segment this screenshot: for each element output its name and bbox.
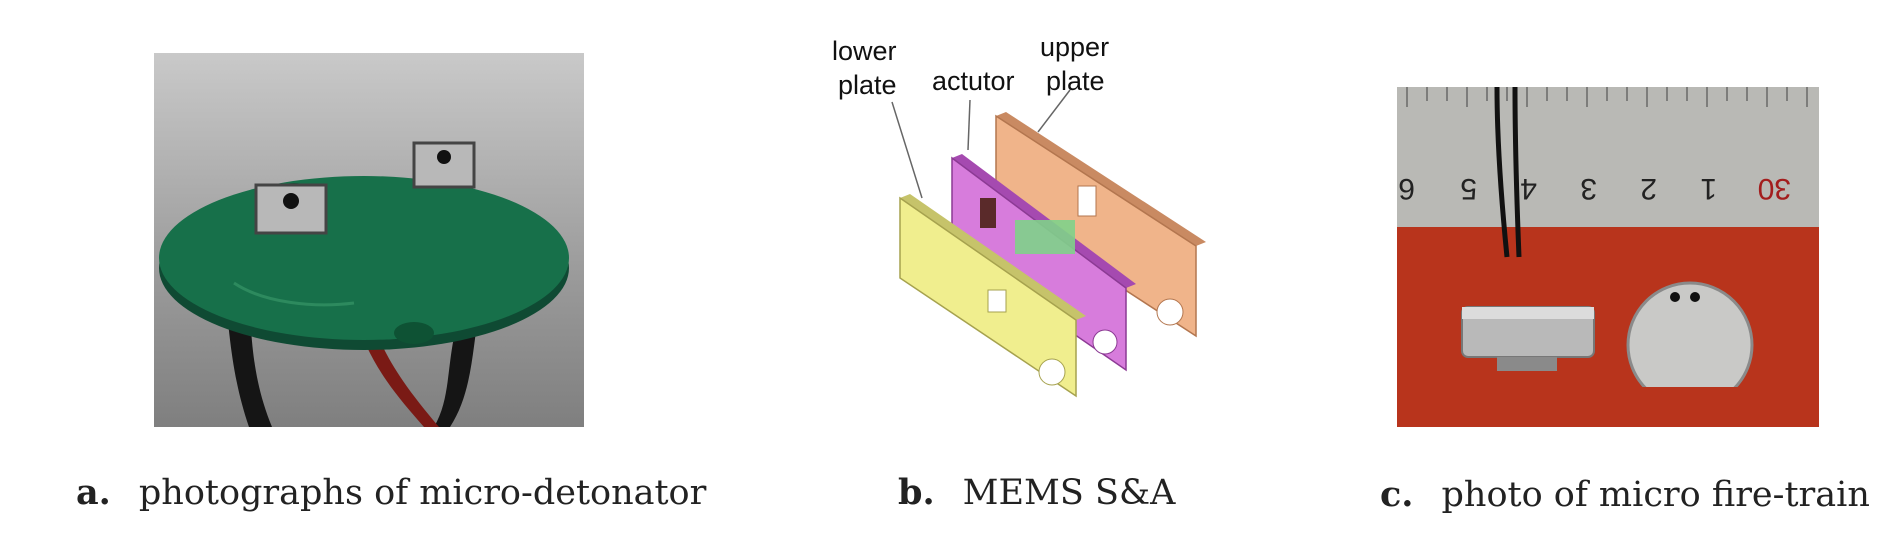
upper-plate-label-line2: plate	[1046, 66, 1105, 96]
ruler-number: 5	[1460, 172, 1477, 205]
lower-plate-label-line2: plate	[838, 70, 897, 100]
lower-plate-label-line1: lower	[832, 36, 897, 66]
micro-detonator-photo	[154, 53, 584, 427]
ruler-number: 4	[1520, 172, 1537, 205]
caption-c: c. photo of micro fire-train	[1380, 474, 1870, 515]
upper-plate-shape	[995, 112, 1206, 338]
caption-a-text: photographs of micro-detonator	[138, 473, 707, 513]
ruler-number: 30	[1758, 172, 1791, 205]
ruler-number: 2	[1640, 172, 1657, 205]
caption-c-letter: c.	[1380, 474, 1414, 515]
caption-b: b. MEMS S&A	[898, 472, 1175, 513]
micro-fire-train-photo: 6 5 4 3 2 1 30	[1397, 87, 1819, 427]
ruler-number: 3	[1580, 172, 1597, 205]
caption-c-text: photo of micro fire-train	[1441, 475, 1870, 515]
lower-plate-shape	[899, 194, 1086, 398]
upper-plate-label-line1: upper	[1040, 32, 1109, 62]
ruler-number: 6	[1398, 172, 1415, 205]
caption-a: a. photographs of micro-detonator	[76, 472, 706, 513]
actuator-label: actutor	[932, 66, 1015, 96]
caption-a-letter: a.	[76, 472, 111, 513]
ruler-number: 1	[1700, 172, 1717, 205]
mems-sa-diagram: lower plate actutor upper plate	[832, 32, 1206, 398]
caption-b-letter: b.	[898, 472, 935, 513]
caption-b-text: MEMS S&A	[962, 473, 1176, 513]
